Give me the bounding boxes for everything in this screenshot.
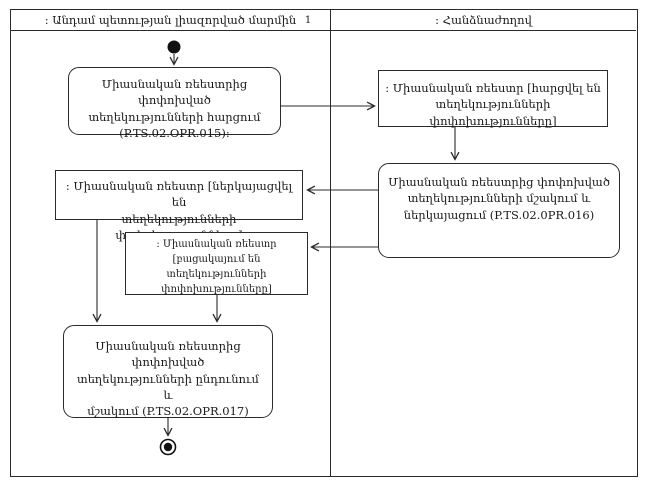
lane-header-member-state: : Անդամ պետության լիազորված մարմին [11, 9, 330, 31]
object-registry-requested-state: : Միասնական ռեեստր [հարցվել են տեղեկությ… [378, 70, 608, 128]
activity-process-and-present: Միասնական ռեեստրից փոփոխված տեղեկություն… [378, 163, 620, 258]
activity-request-changed-info: Միասնական ռեեստրից փոփոխված տեղեկություն… [68, 67, 281, 140]
lane-divider [330, 9, 331, 476]
object-registry-absent-state: : Միասնական ռեեստր [բացակայում են տեղեկո… [125, 232, 308, 295]
initial-node [167, 40, 181, 54]
lane-label-member-state: : Անդամ պետության լիազորված մարմին [44, 12, 297, 27]
activity-receive-and-process: Միասնական ռեեստրից փոփոխված տեղեկություն… [63, 325, 273, 418]
lane-label-commission: : Հանձնաժողով [435, 12, 532, 27]
lane-marker: 1 [304, 14, 312, 26]
lane-header-commission: : Հանձնաժողով [331, 9, 636, 31]
final-node [159, 438, 177, 456]
object-registry-presented-state: : Միասնական ռեեստր [ներկայացվել են տեղեկ… [55, 170, 303, 242]
